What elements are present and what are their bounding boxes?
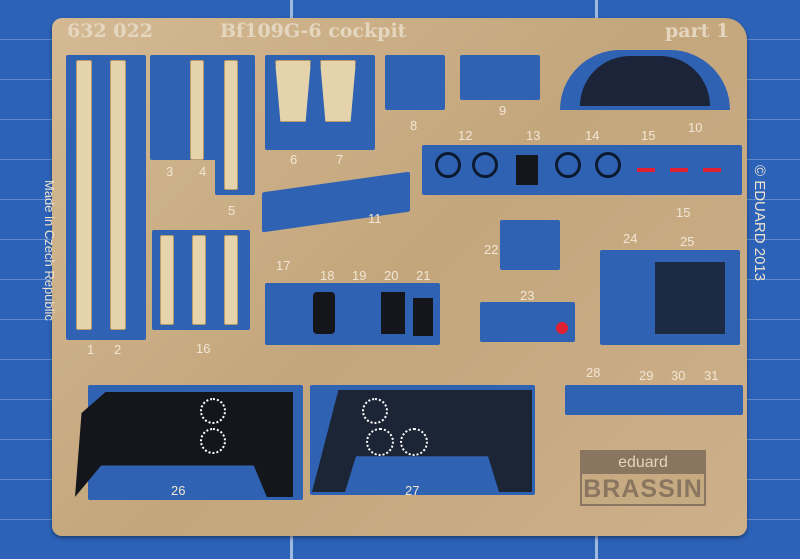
made-in-text: Made in Czech Republic: [42, 180, 57, 321]
ring-12a: [435, 152, 461, 178]
belt-16c: [224, 235, 238, 325]
part-number: 7: [336, 152, 344, 167]
red-part-15b: [670, 168, 688, 172]
dial-27a: [362, 398, 388, 424]
red-part-15c: [703, 168, 721, 172]
part-number: 1: [87, 342, 95, 357]
part-number: 19: [352, 268, 367, 283]
copyright-text: © EDUARD 2013: [751, 165, 768, 282]
part-number: 30: [671, 368, 686, 383]
fret-part: part 1: [665, 20, 730, 42]
belt-4: [190, 60, 204, 160]
part-number: 23: [520, 288, 535, 303]
part-number: 28: [586, 365, 601, 380]
ring-14b: [595, 152, 621, 178]
part-number: 29: [639, 368, 654, 383]
part-number: 25: [680, 234, 695, 249]
part-number: 20: [384, 268, 399, 283]
ring-14a: [555, 152, 581, 178]
logo-top: eduard: [582, 452, 704, 474]
part-number: 21: [416, 268, 431, 283]
part-25: [655, 262, 725, 334]
plate-7: [320, 60, 356, 122]
part-21: [413, 298, 433, 336]
part-number: 2: [114, 342, 122, 357]
part-number: 11: [368, 211, 382, 226]
fret-title: Bf109G-6 cockpit: [220, 20, 407, 42]
red-part-15a: [637, 168, 655, 172]
part-number: 8: [410, 118, 418, 133]
cutout-8: [385, 55, 445, 110]
ring-12b: [472, 152, 498, 178]
brassin-logo: eduard BRASSIN: [580, 450, 706, 506]
cutout-12-15: [422, 145, 742, 195]
part-number: 31: [704, 368, 719, 383]
part-20: [381, 292, 405, 334]
dial-26b: [200, 428, 226, 454]
part-13: [516, 155, 538, 185]
cutout-22: [500, 220, 560, 270]
part-number: 27: [405, 483, 420, 498]
belt-1: [76, 60, 92, 330]
part-number: 13: [526, 128, 541, 143]
belt-16a: [160, 235, 174, 325]
panel-10: [580, 56, 710, 106]
part-number: 4: [199, 164, 207, 179]
dial-27c: [400, 428, 428, 456]
cutout-17-21: [265, 283, 440, 345]
part-number: 5: [228, 203, 236, 218]
belt-2: [110, 60, 126, 330]
part-number: 9: [499, 103, 507, 118]
part-number: 12: [458, 128, 473, 143]
part-number: 24: [623, 231, 638, 246]
dial-27b: [366, 428, 394, 456]
cutout-9: [460, 55, 540, 100]
part-number: 17: [276, 258, 291, 273]
part-number: 10: [688, 120, 703, 135]
part-number: 15: [641, 128, 656, 143]
red-knob-23: [556, 322, 568, 334]
belt-16b: [192, 235, 206, 325]
part-number: 26: [171, 483, 186, 498]
part-number: 15: [676, 205, 691, 220]
part-number: 3: [166, 164, 174, 179]
part-number: 16: [196, 341, 211, 356]
part-number: 22: [484, 242, 499, 257]
part-number: 18: [320, 268, 335, 283]
belt-5: [224, 60, 238, 190]
plate-6: [275, 60, 311, 122]
fret-code: 632 022: [67, 20, 153, 42]
part-number: 6: [290, 152, 298, 167]
logo-bottom: BRASSIN: [583, 475, 703, 503]
dial-26a: [200, 398, 226, 424]
cutout-28-31: [565, 385, 743, 415]
part-number: 14: [585, 128, 600, 143]
part-18: [313, 292, 335, 334]
